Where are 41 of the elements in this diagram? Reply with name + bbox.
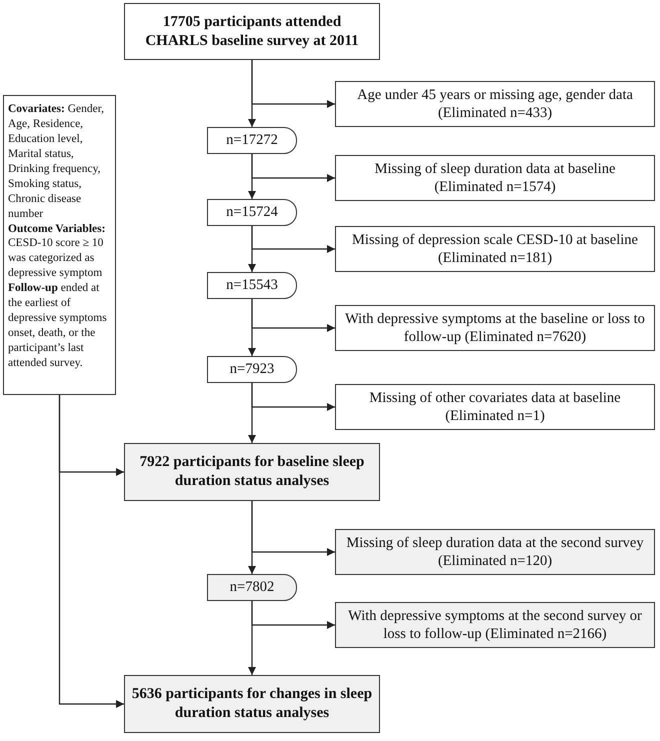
arrow [58, 395, 124, 708]
node-text: 17705 participants attended CHARLS baseline survey at 2011 [144, 12, 360, 50]
process-box [335, 529, 655, 575]
process-box [335, 602, 655, 648]
node-text: Missing of sleep duration data at baseline (Eliminated n=1574) [374, 160, 616, 196]
node-text: Missing of sleep duration data at the second survey (Eliminated n=120) [345, 534, 645, 570]
node-text: n=15543 [226, 276, 278, 295]
arrow [251, 601, 335, 629]
arrow [251, 226, 335, 253]
count-box [207, 272, 297, 299]
process-box [335, 226, 655, 272]
node-text: Follow-up ended at the earliest of depressive symptoms onset, death, or the participant’s last attended survey. [8, 281, 108, 371]
node-text: 5636 participants for changes in sleep duration status analyses [131, 685, 373, 723]
node-text: n=7923 [230, 360, 274, 379]
node-text: 7922 participants for baseline sleep duration status analyses [138, 453, 366, 491]
arrow [251, 501, 335, 556]
node-text: n=17272 [226, 131, 278, 150]
process-box [124, 3, 380, 60]
process-box [335, 384, 655, 430]
process-box [124, 443, 380, 501]
process-box [335, 155, 655, 201]
note-box [3, 95, 116, 395]
arrow [251, 299, 335, 332]
node-text: With depressive symptoms at the second survey or loss to follow-up (Eliminated n=2166) [347, 606, 643, 644]
node-text: Age under 45 years or missing age, gender data (Eliminated n=433) [356, 86, 634, 122]
count-box [207, 574, 297, 601]
count-box [207, 199, 297, 226]
count-box [207, 127, 297, 154]
node-text: n=7802 [230, 578, 274, 597]
node-text: Missing of other covariates data at baseline (Eliminated n=1) [368, 388, 622, 426]
arrow [251, 383, 335, 411]
process-box [335, 81, 655, 127]
node-text: With depressive symptoms at the baseline or loss to follow-up (Eliminated n=7620) [344, 310, 646, 346]
node-text: Covariates: Gender, Age, Residence, Education level, Marital status, Drinking frequency, Smoking status, Chronic disease number [8, 102, 105, 222]
process-box [124, 675, 380, 733]
arrow [251, 154, 335, 182]
arrow [251, 60, 335, 108]
node-text: Missing of depression scale CESD-10 at baseline (Eliminated n=181) [351, 230, 639, 268]
count-box [207, 356, 297, 383]
node-text: n=15724 [226, 203, 278, 222]
process-box [335, 305, 655, 351]
